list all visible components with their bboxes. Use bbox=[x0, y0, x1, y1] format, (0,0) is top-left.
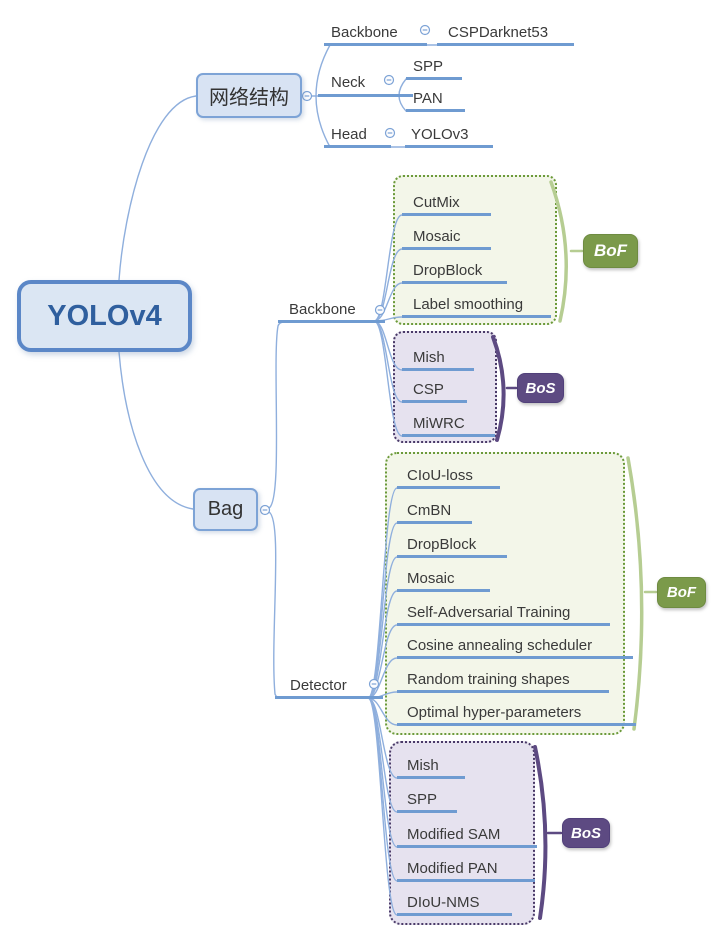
summary-brace-bof-1 bbox=[549, 180, 568, 323]
topic-head[interactable]: Head bbox=[324, 125, 391, 148]
topic-network-structure[interactable]: 网络结构 bbox=[196, 73, 302, 118]
connector-item bbox=[367, 522, 398, 699]
boundary-backbone-bof[interactable] bbox=[393, 175, 557, 325]
collapse-toggle-detector[interactable] bbox=[368, 678, 380, 690]
connector-item bbox=[367, 590, 398, 699]
collapse-toggle-network[interactable] bbox=[301, 90, 313, 102]
topic-optimal-hyper-parameters[interactable]: Optimal hyper-parameters bbox=[397, 703, 636, 726]
topic-random-training-shapes[interactable]: Random training shapes bbox=[397, 670, 609, 693]
connector-root-bag bbox=[118, 351, 194, 510]
connector-item bbox=[373, 282, 403, 322]
summary-tag-bos-backbone[interactable]: BoS bbox=[517, 373, 564, 403]
connector-item bbox=[367, 697, 398, 882]
topic-label-smoothing[interactable]: Label smoothing bbox=[402, 295, 551, 318]
topic-cmbn[interactable]: CmBN bbox=[397, 501, 472, 524]
collapse-toggle-neck[interactable] bbox=[383, 74, 395, 86]
topic-bag[interactable]: Bag bbox=[193, 488, 258, 531]
summary-tag-bos-detector[interactable]: BoS bbox=[562, 818, 610, 848]
topic-dropblock-detector[interactable]: DropBlock bbox=[397, 535, 507, 558]
connector-bag-backbone bbox=[268, 321, 285, 509]
topic-backbone-top[interactable]: Backbone bbox=[324, 23, 427, 46]
connectors bbox=[118, 44, 439, 916]
collapse-toggles bbox=[259, 24, 431, 690]
connector-item bbox=[367, 556, 398, 699]
topic-mish-backbone[interactable]: Mish bbox=[402, 348, 474, 371]
collapse-toggle-bag-backbone[interactable] bbox=[374, 304, 386, 316]
connector-item bbox=[367, 624, 398, 699]
topic-dropblock-backbone[interactable]: DropBlock bbox=[402, 261, 507, 284]
topic-spp[interactable]: SPP bbox=[406, 57, 462, 80]
topic-pan[interactable]: PAN bbox=[406, 89, 465, 112]
topic-modified-sam[interactable]: Modified SAM bbox=[397, 825, 537, 848]
topic-cutmix[interactable]: CutMix bbox=[402, 193, 491, 216]
boundary-detector-bof[interactable] bbox=[385, 452, 625, 735]
summary-brace-bos-2 bbox=[533, 745, 548, 920]
collapse-toggle-head[interactable] bbox=[384, 127, 396, 139]
summary-brace-bos-1 bbox=[491, 335, 506, 442]
summary-tag-bof-backbone[interactable]: BoF bbox=[583, 234, 638, 268]
root-topic-yolov4[interactable]: YOLOv4 bbox=[17, 280, 192, 352]
topic-mosaic-backbone[interactable]: Mosaic bbox=[402, 227, 491, 250]
connector-item bbox=[373, 248, 403, 322]
topic-cspdarknet53[interactable]: CSPDarknet53 bbox=[437, 23, 574, 46]
collapse-toggle-backbone-top[interactable] bbox=[419, 24, 431, 36]
connector-root-network bbox=[118, 95, 197, 281]
topic-detector[interactable]: Detector bbox=[275, 676, 383, 699]
connector-item bbox=[367, 697, 398, 848]
boundary-backbone-bos[interactable] bbox=[393, 331, 497, 443]
connector-network-children bbox=[315, 44, 331, 148]
connector-bag-detector bbox=[268, 511, 282, 699]
connector-item bbox=[367, 697, 398, 916]
topic-ciou-loss[interactable]: CIoU-loss bbox=[397, 466, 500, 489]
topic-bag-backbone[interactable]: Backbone bbox=[278, 300, 385, 323]
collapse-toggle-bag[interactable] bbox=[259, 504, 271, 516]
topic-yolov3[interactable]: YOLOv3 bbox=[405, 125, 493, 148]
connector-item bbox=[373, 320, 403, 437]
boundary-detector-bos[interactable] bbox=[389, 741, 535, 925]
topic-miwrc[interactable]: MiWRC bbox=[402, 414, 495, 437]
topic-mosaic-detector[interactable]: Mosaic bbox=[397, 569, 490, 592]
summary-tag-bof-detector[interactable]: BoF bbox=[657, 577, 706, 608]
summary-braces bbox=[491, 180, 658, 920]
topic-self-adversarial-training[interactable]: Self-Adversarial Training bbox=[397, 603, 610, 626]
connector-item bbox=[367, 487, 398, 699]
topic-modified-pan[interactable]: Modified PAN bbox=[397, 859, 535, 882]
connector-item bbox=[373, 320, 403, 403]
topic-csp[interactable]: CSP bbox=[402, 380, 467, 403]
topic-cosine-annealing-scheduler[interactable]: Cosine annealing scheduler bbox=[397, 636, 633, 659]
topic-neck[interactable]: Neck bbox=[318, 73, 413, 97]
topic-spp-detector[interactable]: SPP bbox=[397, 790, 457, 813]
topic-diou-nms[interactable]: DIoU-NMS bbox=[397, 893, 512, 916]
connector-item bbox=[373, 214, 403, 322]
summary-brace-bof-2 bbox=[626, 456, 644, 731]
topic-mish-detector[interactable]: Mish bbox=[397, 756, 465, 779]
